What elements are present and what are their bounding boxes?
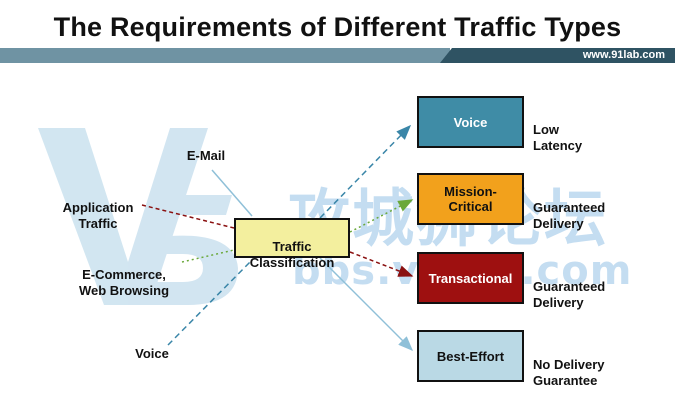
target-best-effort-box: Best-Effort [417, 330, 524, 382]
source-voice-label: Voice [135, 346, 169, 361]
desc-voice: Low Latency [533, 106, 582, 154]
source-ecommerce-label: E-Commerce, Web Browsing [78, 267, 170, 298]
source-ecommerce: E-Commerce, Web Browsing [62, 251, 186, 299]
target-mission-critical-box: Mission- Critical [417, 173, 524, 225]
target-transactional-label: Transactional [428, 270, 513, 286]
header-band-dark [440, 48, 675, 63]
arrow-ecommerce-to-classification [181, 249, 235, 263]
site-url: www.91lab.com [582, 49, 665, 61]
desc-best-effort-text: No Delivery Guarantee [533, 357, 605, 388]
header-band-light [0, 48, 450, 63]
source-email-label: E-Mail [186, 148, 226, 163]
arrow-classification-to-transactional [349, 251, 414, 277]
arrow-classification-to-mission-critical [349, 199, 414, 233]
target-mission-critical-label: Mission- Critical [444, 184, 497, 214]
desc-voice-text: Low Latency [533, 122, 583, 153]
desc-mission-critical: Guaranteed Delivery [533, 184, 605, 232]
desc-best-effort: No Delivery Guarantee [533, 341, 605, 389]
arrow-email-to-classification [211, 169, 253, 217]
arrow-app-to-classification [141, 204, 235, 229]
watermark-logo-icon [38, 128, 238, 305]
target-voice-label: Voice [453, 114, 488, 130]
traffic-classification-label: Traffic Classification [249, 239, 335, 270]
arrow-classification-to-voice [319, 124, 412, 219]
target-voice-box: Voice [417, 96, 524, 148]
arrow-classification-to-best-effort [319, 257, 414, 352]
header-band: www.91lab.com [0, 48, 675, 63]
traffic-classification-box: Traffic Classification [234, 218, 350, 270]
desc-mission-critical-text: Guaranteed Delivery [533, 200, 606, 231]
source-application-traffic: Application Traffic [48, 184, 148, 232]
source-voice: Voice [128, 346, 176, 362]
source-email: E-Mail [176, 148, 236, 164]
target-best-effort-label: Best-Effort [436, 348, 505, 364]
slide-title: The Requirements of Different Traffic Ty… [53, 12, 622, 42]
target-transactional-box: Transactional [417, 252, 524, 304]
source-application-traffic-label: Application Traffic [62, 200, 134, 231]
desc-transactional: Guaranteed Delivery [533, 263, 605, 311]
desc-transactional-text: Guaranteed Delivery [533, 279, 606, 310]
